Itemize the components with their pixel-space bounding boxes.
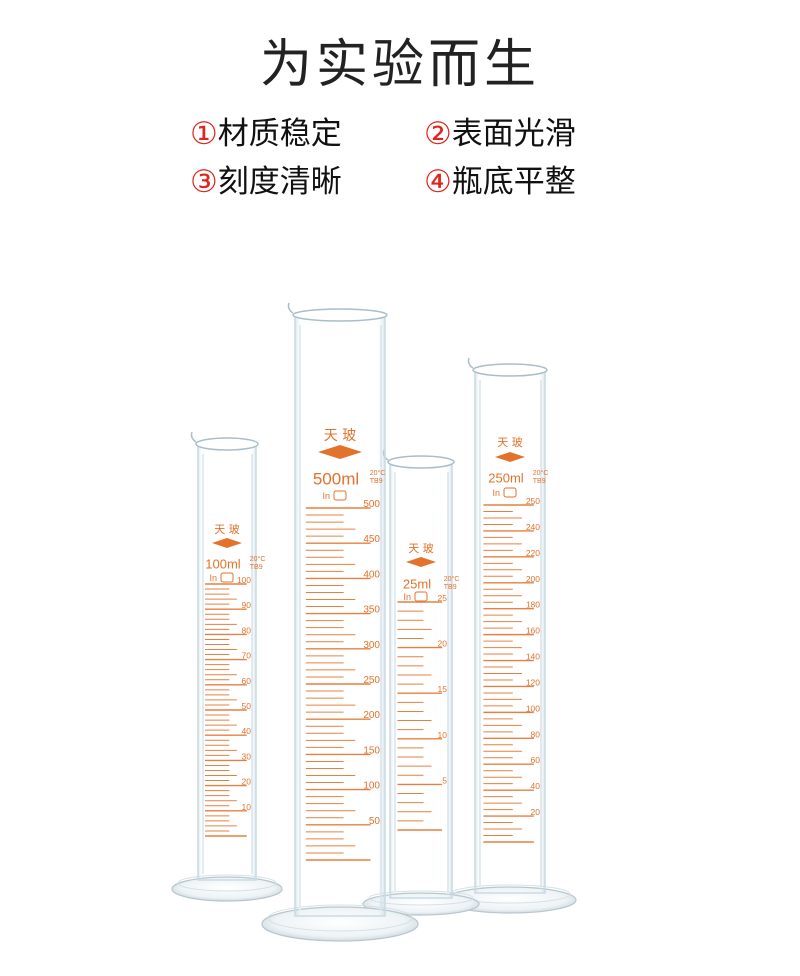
brand-label: 天 玻 xyxy=(214,523,240,536)
scale-tick-label: 250 xyxy=(363,675,380,686)
feature-2-text: 表面光滑 xyxy=(451,116,576,152)
cylinder-spout xyxy=(190,431,197,443)
scale-tick-label: 250 xyxy=(526,496,540,506)
scale-tick-label: 20 xyxy=(438,639,448,649)
cylinder-tube xyxy=(294,314,386,917)
feature-2: ②表面光滑 xyxy=(424,108,576,153)
scale-tick-label: 200 xyxy=(526,574,540,584)
cylinder-rim xyxy=(387,455,455,469)
capacity-label: 25ml xyxy=(403,577,431,592)
cylinder-rim xyxy=(292,308,388,322)
grade-label: TB9 xyxy=(444,584,457,591)
scale-tick-label: 70 xyxy=(242,651,252,661)
feature-1: ①材质稳定 xyxy=(190,108,342,153)
scale-tick-label: 10 xyxy=(438,730,448,740)
scale-tick-label: 80 xyxy=(531,729,541,739)
scale-tick-label: 100 xyxy=(526,703,540,713)
scale-tick-label: 240 xyxy=(526,522,540,532)
scale-tick-label: 300 xyxy=(363,640,380,651)
grade-label: TB9 xyxy=(250,564,263,571)
brand-diamond xyxy=(495,452,525,462)
scale-tick-label: 180 xyxy=(526,600,540,610)
certification-badge xyxy=(414,591,428,602)
scale-tick-label: 100 xyxy=(237,575,251,585)
scale-tick-label: 50 xyxy=(242,701,252,711)
cylinder-tube xyxy=(197,443,257,881)
scale-tick-label: 30 xyxy=(242,751,252,761)
brand-diamond xyxy=(212,538,242,548)
certification-badge xyxy=(220,572,234,583)
capacity-label: 250ml xyxy=(488,471,524,486)
mark-label: In xyxy=(209,573,217,583)
scale-tick-label: 140 xyxy=(526,652,540,662)
grade-label: TB9 xyxy=(370,478,383,485)
feature-4-number: ④ xyxy=(424,164,452,200)
certification-badge xyxy=(503,487,517,498)
feature-1-text: 材质稳定 xyxy=(217,116,342,152)
scale-tick-label: 400 xyxy=(363,569,380,580)
scale-tick-label: 350 xyxy=(363,605,380,616)
scale-tick-label: 80 xyxy=(242,625,252,635)
cylinder-spout xyxy=(287,302,294,314)
scale-tick-label: 150 xyxy=(363,745,380,756)
brand-diamond xyxy=(318,445,362,459)
feature-2-number: ② xyxy=(424,116,452,152)
cylinder-tube xyxy=(389,461,453,899)
brand-label: 天 玻 xyxy=(497,436,523,449)
feature-4: ④瓶底平整 xyxy=(424,156,576,201)
scale-tick-label: 100 xyxy=(363,781,380,792)
temperature-label: 20°C xyxy=(370,469,386,477)
scale-tick-label: 160 xyxy=(526,626,540,636)
scale-tick-label: 60 xyxy=(531,755,541,765)
brand-label: 天 玻 xyxy=(408,542,434,555)
cylinder-spout xyxy=(467,357,474,369)
scale-tick-label: 90 xyxy=(242,600,252,610)
mark-label: In xyxy=(322,491,330,501)
scale-tick-label: 25 xyxy=(438,593,448,603)
capacity-label: 500ml xyxy=(313,470,359,489)
feature-4-text: 瓶底平整 xyxy=(451,164,576,200)
scale-tick-label: 450 xyxy=(363,534,380,545)
scale-tick-label: 20 xyxy=(242,777,252,787)
scale-tick-label: 20 xyxy=(531,807,541,817)
scale-tick-label: 15 xyxy=(438,684,448,694)
scale-tick-label: 200 xyxy=(363,710,380,721)
page-title: 为实验而生 xyxy=(259,35,540,95)
temperature-label: 20°C xyxy=(444,575,460,583)
brand-label: 天 玻 xyxy=(324,428,356,444)
scale-tick-label: 10 xyxy=(242,802,252,812)
scale-tick-label: 40 xyxy=(531,781,541,791)
scale-tick-label: 60 xyxy=(242,676,252,686)
scale-tick-label: 220 xyxy=(526,548,540,558)
scale-tick-label: 120 xyxy=(526,677,540,687)
brand-diamond xyxy=(406,557,436,567)
feature-3: ③刻度清晰 xyxy=(190,156,342,201)
mark-label: In xyxy=(492,488,500,498)
cylinder-rim xyxy=(472,363,548,377)
temperature-label: 20°C xyxy=(250,555,266,563)
capacity-label: 100ml xyxy=(205,557,241,572)
certification-badge xyxy=(333,490,347,501)
scale-tick-label: 40 xyxy=(242,726,252,736)
cylinder-rim xyxy=(195,437,259,451)
mark-label: In xyxy=(403,592,411,602)
scale-tick-label: 5 xyxy=(442,775,447,785)
grade-label: TB9 xyxy=(533,478,546,485)
feature-3-number: ③ xyxy=(190,164,218,200)
temperature-label: 20°C xyxy=(533,469,549,477)
scale-tick-label: 50 xyxy=(369,816,381,827)
scale-tick-label: 500 xyxy=(363,499,380,510)
feature-1-number: ① xyxy=(190,116,218,152)
feature-3-text: 刻度清晰 xyxy=(217,164,342,200)
